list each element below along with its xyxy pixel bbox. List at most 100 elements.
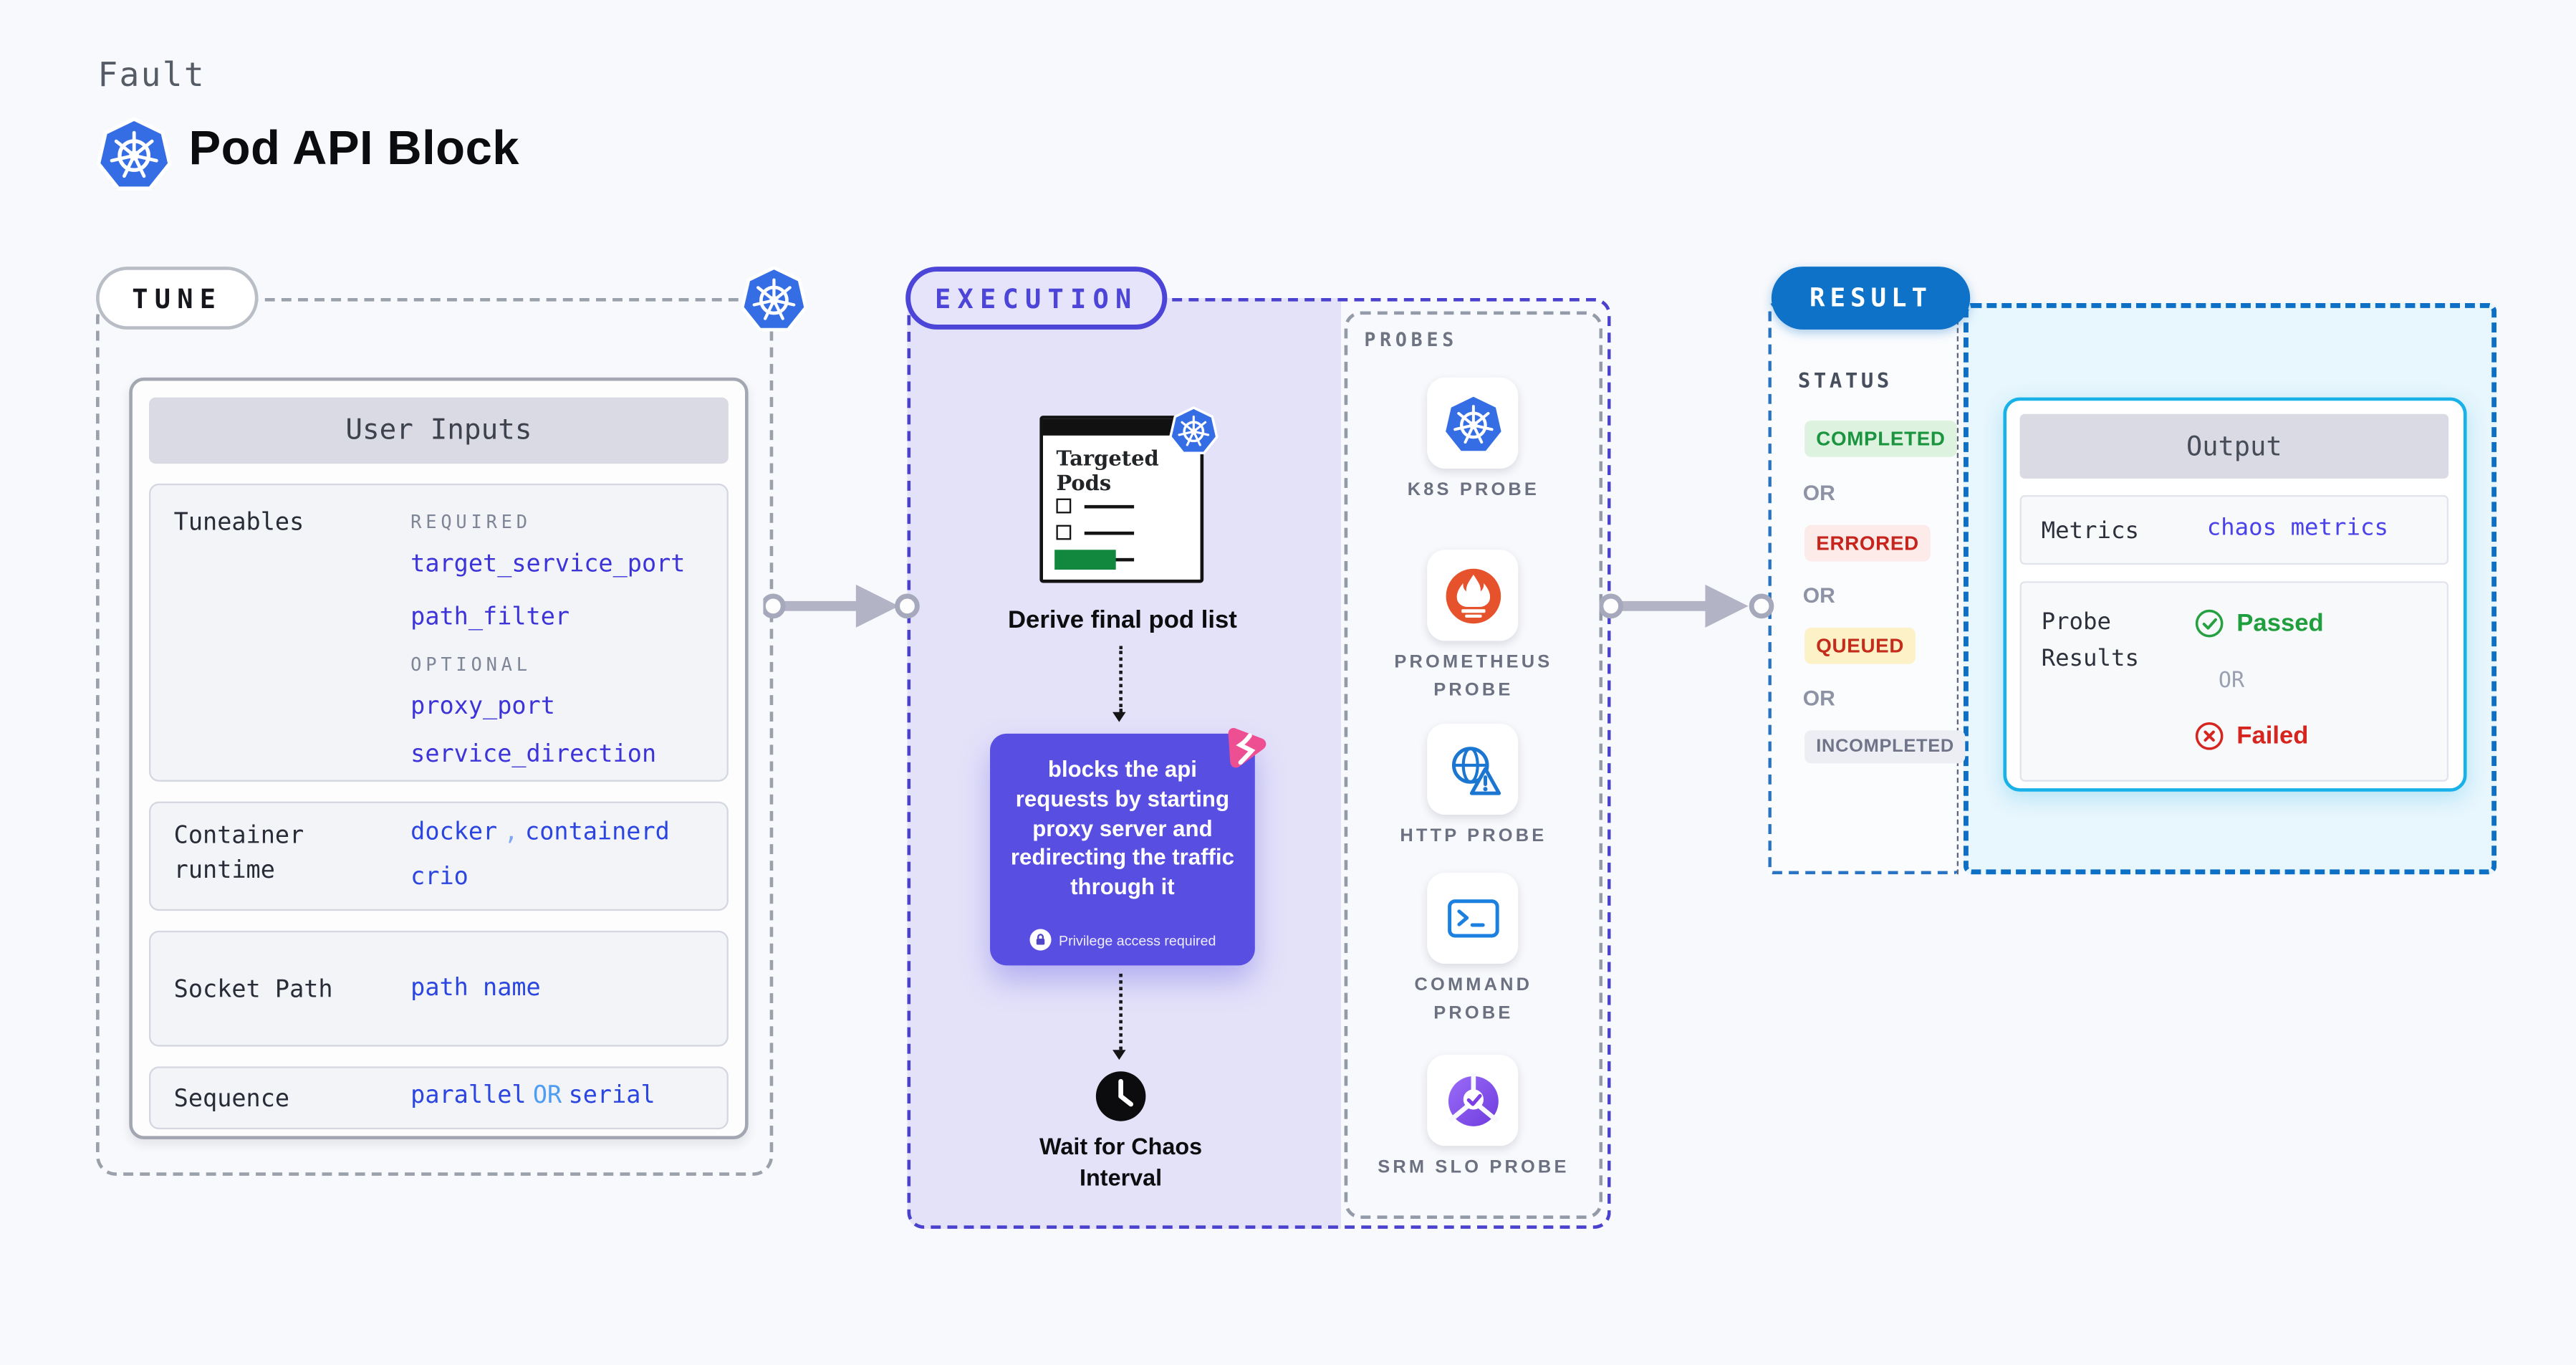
probe-label: SRM SLO PROBE <box>1378 1157 1570 1178</box>
container-runtime-row: Container runtime docker , containerd cr… <box>148 801 729 911</box>
http-globe-warning-icon <box>1443 739 1502 799</box>
arrow-down-icon <box>1112 1050 1126 1060</box>
probe-card-srm-slo <box>1427 1055 1519 1146</box>
list-line <box>1084 504 1135 508</box>
probe-card-http <box>1427 723 1519 815</box>
kubernetes-icon <box>96 116 172 192</box>
fault-action-text: blocks the api requests by starting prox… <box>1010 757 1234 900</box>
green-button <box>1054 550 1116 570</box>
check-circle-icon <box>2195 609 2224 638</box>
probes-heading: PROBES <box>1364 327 1458 351</box>
list-line <box>1084 530 1135 535</box>
or-label: OR <box>1802 685 1835 711</box>
tuneable-value: target_service_port <box>410 551 686 578</box>
tuneable-value: service_direction <box>410 742 657 769</box>
lock-icon <box>1029 929 1051 951</box>
probe-card-command <box>1427 872 1519 964</box>
sequence-label: Sequence <box>173 1086 290 1113</box>
failed-result: Failed <box>2193 720 2309 752</box>
chaos-litmus-icon <box>1218 722 1272 776</box>
arrow-down-icon <box>1112 712 1126 722</box>
user-inputs-header: User Inputs <box>148 397 729 464</box>
checkbox-icon <box>1056 498 1072 514</box>
fault-action-box: blocks the api requests by starting prox… <box>990 733 1255 966</box>
or-operator: OR <box>532 1083 562 1110</box>
sequence-row: Sequence parallel OR serial <box>148 1066 729 1130</box>
probe-card-prometheus <box>1427 550 1519 641</box>
kubernetes-icon <box>1441 392 1504 455</box>
probe-label: K8S PROBE <box>1407 480 1540 500</box>
user-inputs-card: User Inputs Tuneables REQUIRED target_se… <box>129 377 749 1140</box>
status-badge-errored: ERRORED <box>1804 525 1931 562</box>
optional-heading: OPTIONAL <box>410 653 532 676</box>
status-badge-completed: COMPLETED <box>1804 421 1957 457</box>
tune-pill: TUNE <box>96 267 259 330</box>
or-label: OR <box>1802 480 1835 505</box>
slo-donut-check-icon <box>1443 1071 1502 1130</box>
runtime-value: crio <box>410 864 468 891</box>
sequence-value: serial <box>568 1083 655 1110</box>
status-section-box <box>1768 302 1959 875</box>
derive-pod-list-label: Derive final pod list <box>1008 605 1237 635</box>
status-heading: STATUS <box>1797 368 1893 393</box>
socket-path-row: Socket Path path name <box>148 930 729 1047</box>
wait-chaos-interval-label: Wait for Chaos Interval <box>1039 1132 1203 1191</box>
sequence-values: parallel OR serial <box>410 1083 655 1109</box>
page-title: Pod API Block <box>188 123 520 176</box>
x-circle-icon <box>2195 722 2224 750</box>
kubernetes-icon <box>1169 406 1219 455</box>
probe-label: COMMAND PROBE <box>1414 975 1533 1023</box>
runtime-value: docker <box>410 819 498 846</box>
runtime-value: containerd <box>525 819 670 846</box>
fault-kicker: Fault <box>97 54 206 95</box>
passed-result: Passed <box>2193 608 2324 639</box>
tuneable-value: path_filter <box>410 604 570 631</box>
pod-list-item <box>1056 498 1135 514</box>
metrics-row: Metrics chaos metrics <box>2019 495 2449 565</box>
result-pill: RESULT <box>1771 267 1971 330</box>
prometheus-icon <box>1445 567 1500 623</box>
probe-results-label: Probe Results <box>2041 609 2139 672</box>
container-runtime-label: Container runtime <box>173 823 304 885</box>
probe-results-row: Probe Results Passed OR Failed <box>2019 581 2449 782</box>
execution-to-result-arrow <box>1599 584 1774 628</box>
metrics-label: Metrics <box>2041 518 2139 545</box>
terminal-icon <box>1443 889 1502 948</box>
privilege-badge: Privilege access required <box>990 929 1255 951</box>
flow-dotted-line <box>1119 646 1123 712</box>
socket-path-label: Socket Path <box>173 977 333 1004</box>
execution-section-box <box>907 297 1611 1229</box>
tuneable-value: proxy_port <box>410 694 555 721</box>
socket-path-value: path name <box>410 975 541 1002</box>
status-badge-incompleted: INCOMPLETED <box>1804 730 1966 764</box>
separator: , <box>504 819 519 846</box>
clock-icon <box>1095 1070 1148 1123</box>
tuneables-label: Tuneables <box>173 509 304 537</box>
sequence-value: parallel <box>410 1083 527 1110</box>
status-badge-queued: QUEUED <box>1804 627 1916 664</box>
privilege-badge-label: Privilege access required <box>1058 931 1216 949</box>
card-title-bar <box>1042 418 1201 436</box>
status-divider-line <box>1956 302 1959 875</box>
tuneables-row: Tuneables REQUIRED target_service_port p… <box>148 483 729 782</box>
output-header: Output <box>2019 413 2449 479</box>
probe-card-k8s <box>1427 377 1519 469</box>
probe-label: HTTP PROBE <box>1400 826 1547 846</box>
kubernetes-icon <box>740 265 808 333</box>
tune-to-execution-arrow <box>763 584 920 628</box>
or-label: OR <box>1802 583 1835 608</box>
probe-label: PROMETHEUS PROBE <box>1394 652 1553 700</box>
targeted-pods-title: Targeted Pods <box>1056 445 1159 495</box>
failed-label: Failed <box>2236 722 2309 750</box>
required-heading: REQUIRED <box>410 512 532 534</box>
output-card: Output Metrics chaos metrics Probe Resul… <box>2003 397 2467 792</box>
pod-list-item <box>1056 525 1135 540</box>
metrics-value: chaos metrics <box>2206 514 2388 542</box>
flow-dotted-line <box>1119 973 1123 1050</box>
or-label: OR <box>2218 669 2245 694</box>
checkbox-icon <box>1056 525 1072 540</box>
execution-pill: EXECUTION <box>905 267 1168 330</box>
passed-label: Passed <box>2236 609 2324 638</box>
tune-section-box <box>96 297 774 1176</box>
